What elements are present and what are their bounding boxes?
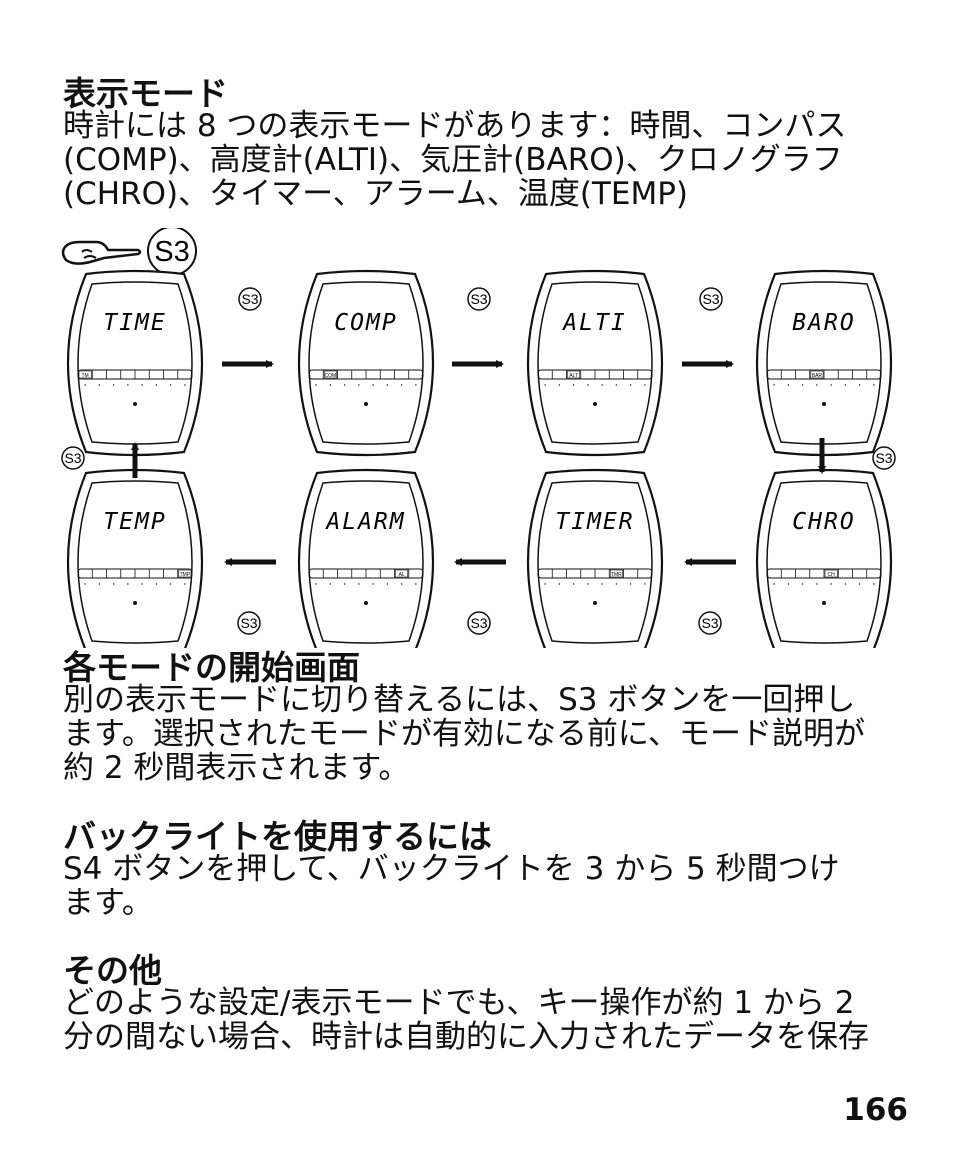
mode-indicator: AL — [399, 572, 405, 578]
backlight-text: S4 ボタンを押して、バックライトを 3 から 5 秒間つけ ます。 — [63, 851, 840, 921]
mode-indicator: ALT — [569, 373, 578, 379]
pointing-hand-icon — [61, 240, 142, 265]
section-heading-other: その他 — [63, 951, 162, 990]
s3-badge: S3 — [699, 287, 723, 311]
watch-time: TIME TM — [66, 269, 204, 457]
watch-mode-label: TEMP — [103, 509, 166, 535]
watch-alarm: ALARM AL — [297, 468, 435, 648]
s3-badge: S3 — [237, 611, 261, 635]
other-text: どのような設定/表示モードでも、キー操作が約 1 から 2 分の間ない場合、時計… — [63, 985, 869, 1055]
watch-timer: TIMER TMR — [526, 468, 664, 648]
s3-badge: S3 — [467, 611, 491, 635]
s3-badge: S3 — [238, 287, 262, 311]
svg-text:S3: S3 — [702, 291, 719, 307]
svg-text:S3: S3 — [701, 615, 718, 631]
watch-mode-label: TIMER — [555, 509, 634, 535]
svg-text:S3: S3 — [875, 450, 892, 466]
mode-indicator: TM — [82, 373, 89, 379]
svg-text:S3: S3 — [154, 236, 189, 268]
watch-comp: COMP COM — [297, 269, 435, 457]
section-heading-mode-start-screen: 各モードの開始画面 — [63, 648, 360, 687]
mode-indicator: CH — [828, 572, 836, 578]
display-modes-text: 時計には 8 つの表示モードがあります：時間、コンパス (COMP)、高度計(A… — [63, 108, 847, 212]
mode-start-screen-text: 別の表示モードに切り替えるには、S3 ボタンを一回押し ます。選択されたモードが… — [63, 682, 865, 786]
section-heading-backlight: バックライトを使用するには — [63, 817, 492, 856]
mode-indicator: BAR — [812, 373, 823, 379]
watch-baro: BARO BAR — [755, 269, 893, 457]
mode-indicator: TMR — [611, 572, 622, 578]
page-number: 166 — [843, 1092, 908, 1128]
mode-indicator: TMP — [180, 572, 191, 578]
watch-mode-label: ALARM — [324, 509, 405, 535]
svg-text:S3: S3 — [64, 450, 81, 466]
mode-cycle-diagram: S3 TIME TM COMP COM ALTI ALT BARO BAR TEMP TM… — [61, 228, 896, 648]
s3-badge: S3 — [467, 287, 491, 311]
svg-text:S3: S3 — [470, 615, 487, 631]
watch-alti: ALTI ALT — [526, 269, 664, 457]
watch-mode-label: ALTI — [561, 310, 626, 336]
watch-temp: TEMP TMP — [66, 468, 204, 648]
watch-mode-label: BARO — [792, 310, 855, 336]
s3-badge: S3 — [698, 611, 722, 635]
watch-mode-label: COMP — [334, 310, 397, 336]
svg-text:S3: S3 — [470, 291, 487, 307]
svg-text:S3: S3 — [241, 291, 258, 307]
watch-chro: CHRO CH — [755, 468, 893, 648]
svg-text:S3: S3 — [240, 615, 257, 631]
mode-indicator: COM — [325, 373, 337, 379]
s3-badge: S3 — [872, 446, 896, 470]
s3-press-badge: S3 — [147, 228, 197, 276]
watch-mode-label: CHRO — [792, 509, 855, 535]
watch-mode-label: TIME — [103, 310, 166, 336]
s3-badge: S3 — [61, 446, 85, 470]
section-heading-display-modes: 表示モード — [63, 74, 228, 113]
